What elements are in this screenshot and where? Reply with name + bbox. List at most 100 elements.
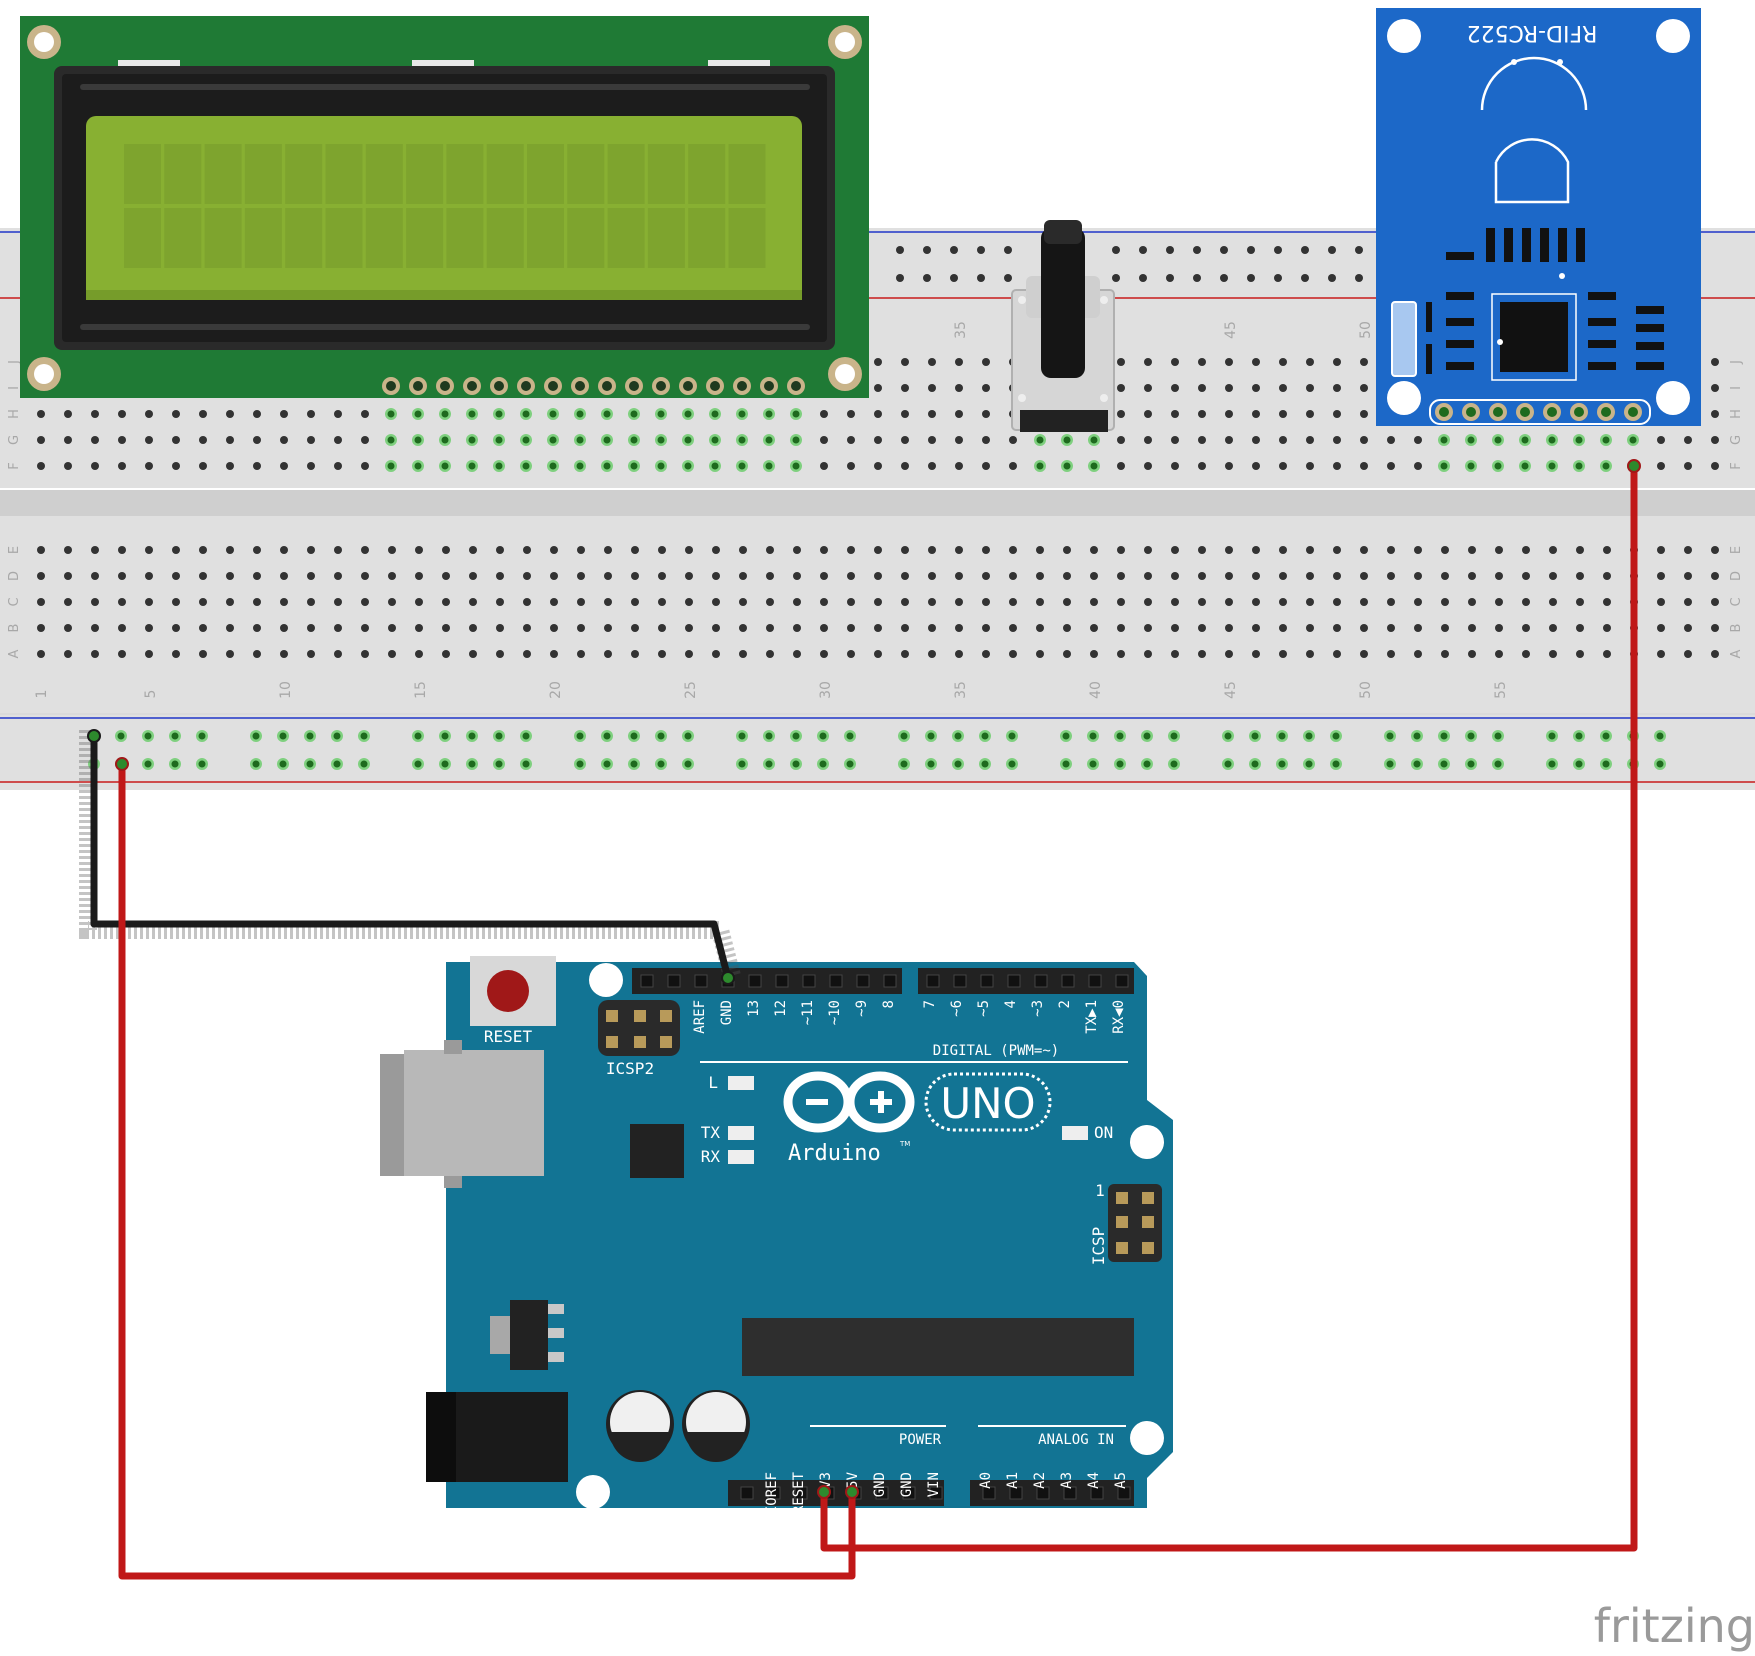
breadboard-hole <box>766 598 774 606</box>
breadboard-hole-connected <box>792 410 800 418</box>
rail-hole <box>1220 274 1228 282</box>
rail-hole-connected <box>657 760 665 768</box>
breadboard-hole <box>928 572 936 580</box>
lcd-character-cell <box>446 208 484 268</box>
breadboard-hole-connected <box>684 410 692 418</box>
rfid-pin <box>1547 407 1557 417</box>
rail-hole-connected <box>1251 760 1259 768</box>
breadboard-hole <box>523 572 531 580</box>
lcd-character-cell <box>688 208 726 268</box>
breadboard-hole <box>1144 650 1152 658</box>
rail-hole-connected <box>1062 732 1070 740</box>
breadboard-hole <box>820 436 828 444</box>
breadboard-hole <box>1198 624 1206 632</box>
breadboard-hole <box>1225 624 1233 632</box>
breadboard-hole <box>1333 462 1341 470</box>
breadboard-hole <box>469 650 477 658</box>
rail-hole <box>1220 246 1228 254</box>
rail-hole-connected <box>900 760 908 768</box>
breadboard-hole <box>928 546 936 554</box>
breadboard-hole <box>1198 436 1206 444</box>
analog-header <box>970 1480 1134 1506</box>
rail-hole <box>1328 274 1336 282</box>
breadboard-hole-connected <box>1036 436 1044 444</box>
5v-wire[interactable] <box>118 764 856 1580</box>
breadboard-hole <box>91 546 99 554</box>
breadboard-hole <box>577 650 585 658</box>
rail-hole-connected <box>792 732 800 740</box>
analog-pin-label: A4 <box>1086 1472 1102 1489</box>
breadboard-hole <box>1333 436 1341 444</box>
breadboard-hole <box>307 572 315 580</box>
rail-hole-connected <box>1602 760 1610 768</box>
breadboard-hole-connected <box>441 462 449 470</box>
breadboard-hole <box>982 650 990 658</box>
breadboard-hole <box>1225 436 1233 444</box>
breadboard-hole <box>874 410 882 418</box>
rail-hole-connected <box>1467 732 1475 740</box>
row-letter-i-left: I <box>7 386 22 390</box>
regulator-pin <box>548 1328 564 1338</box>
rail-hole-connected <box>819 760 827 768</box>
header-pin <box>1009 1486 1023 1500</box>
breadboard-hole <box>1171 598 1179 606</box>
lcd-module[interactable] <box>20 16 869 398</box>
breadboard-hole <box>1360 462 1368 470</box>
breadboard-hole <box>199 436 207 444</box>
breadboard-hole <box>199 598 207 606</box>
breadboard-hole <box>1414 624 1422 632</box>
3v3-wire[interactable] <box>820 466 1638 1552</box>
breadboard-hole <box>955 436 963 444</box>
breadboard-hole <box>199 650 207 658</box>
breadboard-hole <box>901 624 909 632</box>
breadboard-hole <box>874 462 882 470</box>
breadboard-hole-connected <box>549 436 557 444</box>
wires <box>79 459 1641 1580</box>
breadboard-hole <box>658 650 666 658</box>
breadboard-hole <box>982 598 990 606</box>
rfid-rc522-module[interactable]: RFID-RC522 <box>1376 8 1701 426</box>
breadboard-hole <box>685 572 693 580</box>
breadboard-hole <box>118 650 126 658</box>
breadboard-hole <box>37 650 45 658</box>
breadboard-hole <box>1495 572 1503 580</box>
reset-button[interactable] <box>487 970 529 1012</box>
gnd-wire[interactable] <box>90 736 732 979</box>
breadboard-hole <box>982 624 990 632</box>
breadboard-hole-connected <box>441 436 449 444</box>
breadboard-hole <box>253 572 261 580</box>
breadboard-hole <box>1333 358 1341 366</box>
led-on <box>1062 1126 1088 1140</box>
breadboard-hole <box>334 436 342 444</box>
breadboard-hole-connected <box>603 436 611 444</box>
column-number: 20 <box>548 681 564 699</box>
rail-hole-connected <box>1170 760 1178 768</box>
breadboard-hole <box>334 410 342 418</box>
breadboard-hole <box>1306 572 1314 580</box>
breadboard-hole-connected <box>495 436 503 444</box>
arduino-mount-hole <box>576 1475 610 1509</box>
breadboard-hole <box>145 572 153 580</box>
breadboard-hole-connected <box>1629 436 1637 444</box>
led-rx-label: RX <box>701 1147 721 1166</box>
breadboard-hole <box>1684 650 1692 658</box>
potentiometer[interactable] <box>1011 220 1115 432</box>
breadboard-hole-connected <box>1063 462 1071 470</box>
analog-pin-label: A2 <box>1032 1472 1048 1489</box>
rail-hole <box>1274 246 1282 254</box>
breadboard-hole <box>91 462 99 470</box>
rail-hole-connected <box>684 760 692 768</box>
breadboard-hole <box>442 650 450 658</box>
breadboard-hole <box>1441 546 1449 554</box>
breadboard-hole <box>91 650 99 658</box>
row-letters-right: J I H G F E D C B A <box>1729 360 1744 658</box>
row-letter-e-right: E <box>1729 546 1744 554</box>
breadboard-hole <box>1414 598 1422 606</box>
breadboard-hole <box>1036 572 1044 580</box>
digital-pin-label: ~6 <box>949 1000 965 1017</box>
breadboard-hole <box>37 624 45 632</box>
rail-hole-connected <box>1440 760 1448 768</box>
lcd-pin <box>629 381 639 391</box>
rail-hole-connected <box>1278 760 1286 768</box>
